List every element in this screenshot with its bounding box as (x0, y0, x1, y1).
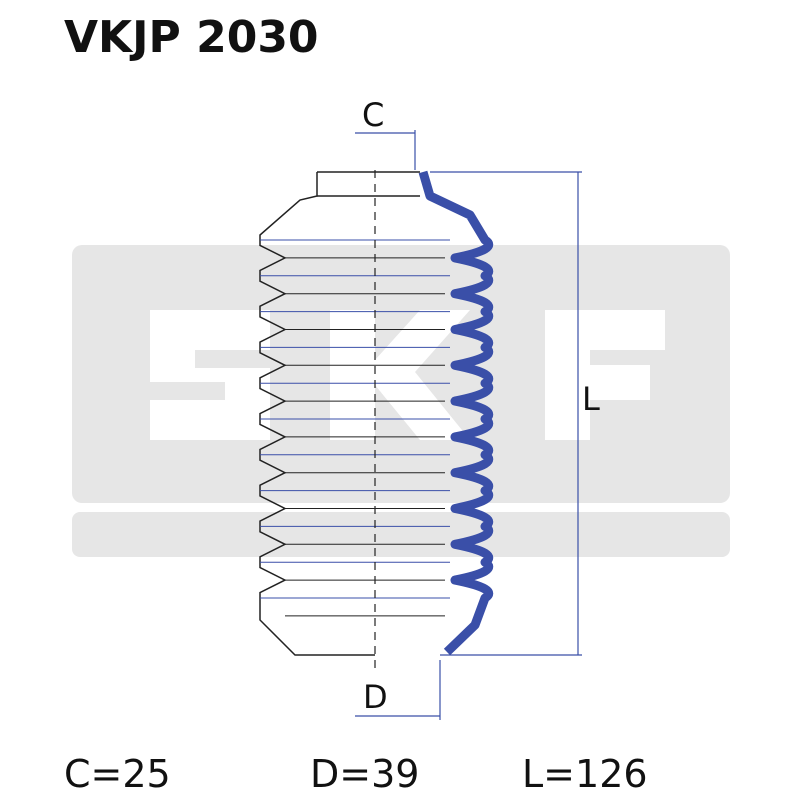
bellow-wall-section (418, 170, 494, 656)
dimension-d-value: D=39 (310, 752, 420, 796)
bellow-section-blue (418, 170, 494, 656)
dimension-lines (355, 130, 582, 720)
part-number-title: VKJP 2030 (64, 12, 319, 63)
label-c: C (362, 96, 385, 134)
skf-logo-watermark (72, 245, 730, 557)
bellow-left-profile (259, 172, 375, 656)
dimension-c-value: C=25 (64, 752, 171, 796)
dimension-l-value: L=126 (522, 752, 648, 796)
label-d: D (363, 678, 388, 716)
bellow-outline (259, 170, 450, 670)
label-l: L (582, 380, 600, 418)
